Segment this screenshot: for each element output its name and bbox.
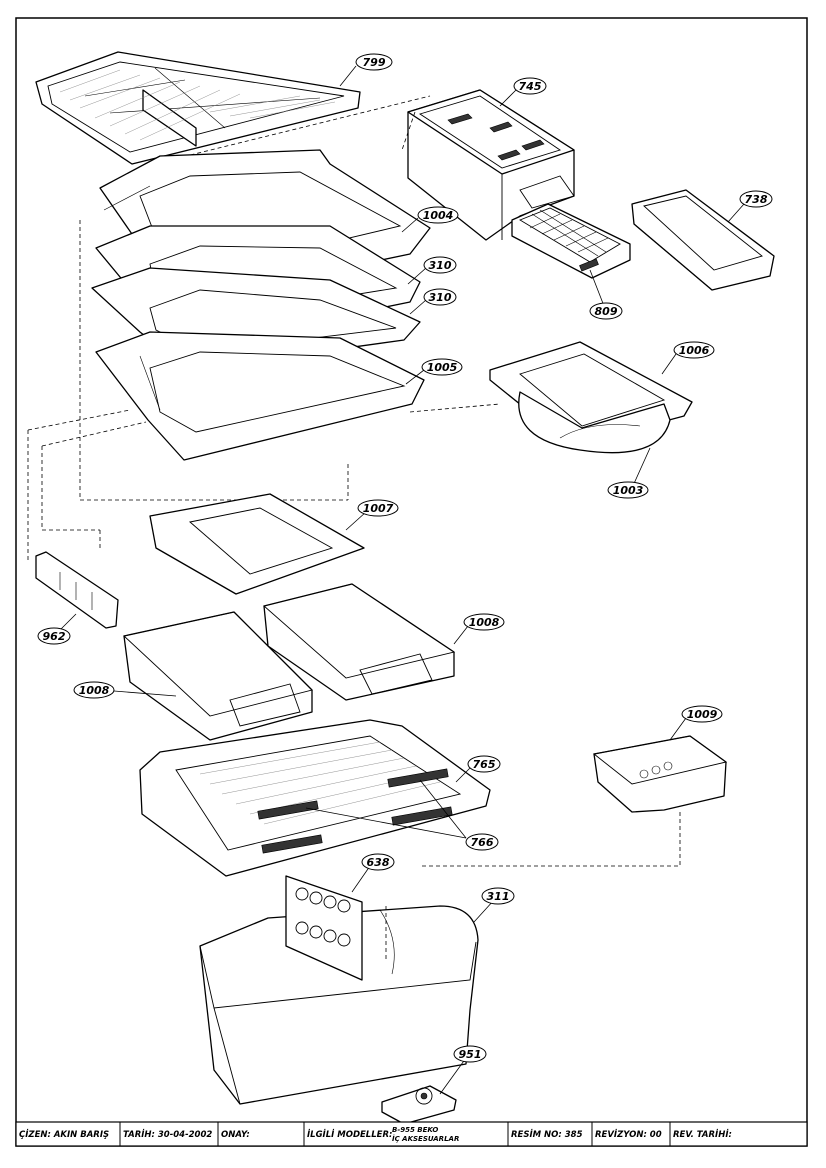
svg-text:310: 310 (429, 291, 452, 304)
part-799-glass-shelf (35, 51, 431, 165)
svg-text:1003: 1003 (613, 484, 644, 497)
part-1007-frame (149, 493, 365, 595)
tb-drawn-by: ÇİZEN: AKIN BARIŞ (19, 1129, 109, 1140)
part-1003-pan (518, 391, 671, 454)
part-809-ice-tray (511, 203, 631, 279)
part-765-glass-shelf (139, 719, 491, 877)
callout-765: 765 (467, 755, 501, 773)
leader-lines (57, 65, 745, 1095)
part-1009-basket (420, 735, 728, 867)
callout-1008-left: 1008 (73, 681, 115, 699)
part-962-divider (35, 551, 119, 629)
callout-766: 766 (465, 833, 499, 851)
tb-models-line1: B-955 BEKO (392, 1126, 438, 1134)
svg-text:1007: 1007 (363, 502, 394, 515)
svg-text:311: 311 (487, 890, 510, 903)
callout-745: 745 (513, 77, 547, 95)
callout-951: 951 (453, 1045, 487, 1063)
callout-310-upper: 310 (423, 256, 457, 274)
callout-738: 738 (739, 190, 773, 208)
svg-text:310: 310 (429, 259, 452, 272)
svg-text:1005: 1005 (427, 361, 458, 374)
svg-text:962: 962 (43, 630, 66, 643)
part-738-tray (631, 189, 775, 291)
tb-approval: ONAY: (221, 1130, 250, 1140)
callout-1009: 1009 (681, 705, 723, 723)
part-1008-drawer-left (123, 611, 313, 741)
tb-models-line2: İÇ AKSESUARLAR (392, 1134, 459, 1143)
svg-text:745: 745 (519, 80, 542, 93)
part-951-bracket (381, 1085, 457, 1125)
svg-text:1009: 1009 (687, 708, 718, 721)
callout-1003: 1003 (607, 481, 649, 499)
assembly-dashline (409, 403, 501, 413)
callout-1006: 1006 (673, 341, 715, 359)
assembly-dashline (41, 421, 147, 447)
tb-models-label: İLGİLİ MODELLER: (307, 1129, 392, 1140)
part-1008-drawer-right (263, 583, 456, 701)
svg-text:799: 799 (363, 56, 386, 69)
callout-1007: 1007 (357, 499, 399, 517)
assembly-dashline (27, 409, 131, 431)
callout-1008-right: 1008 (463, 613, 505, 631)
svg-text:1008: 1008 (79, 684, 110, 697)
title-block: ÇİZEN: AKIN BARIŞ TARİH: 30-04-2002 ONAY… (15, 1121, 808, 1147)
part-311-bin (199, 905, 479, 1105)
callout-799: 799 (355, 53, 393, 71)
svg-text:638: 638 (367, 856, 390, 869)
tb-revision: REVİZYON: 00 (595, 1129, 662, 1140)
callout-809: 809 (589, 302, 623, 320)
part-638-egg-rack (285, 875, 363, 981)
svg-text:809: 809 (595, 305, 618, 318)
callout-310-lower: 310 (423, 288, 457, 306)
svg-text:765: 765 (473, 758, 496, 771)
svg-text:1008: 1008 (469, 616, 500, 629)
callout-962: 962 (37, 627, 71, 645)
callout-1005: 1005 (421, 358, 463, 376)
part-1005-cover (95, 331, 425, 461)
svg-text:1004: 1004 (423, 209, 454, 222)
svg-text:738: 738 (745, 193, 768, 206)
tb-date: TARİH: 30-04-2002 (123, 1129, 212, 1140)
svg-text:951: 951 (459, 1048, 482, 1061)
callout-1004: 1004 (417, 206, 459, 224)
callout-638: 638 (361, 853, 395, 871)
tb-drawing-no: RESİM NO: 385 (511, 1129, 583, 1140)
callout-311: 311 (481, 887, 515, 905)
part-745-housing (401, 89, 575, 241)
svg-text:1006: 1006 (679, 344, 710, 357)
tb-rev-date: REV. TARİHİ: (673, 1129, 732, 1140)
svg-text:766: 766 (471, 836, 494, 849)
